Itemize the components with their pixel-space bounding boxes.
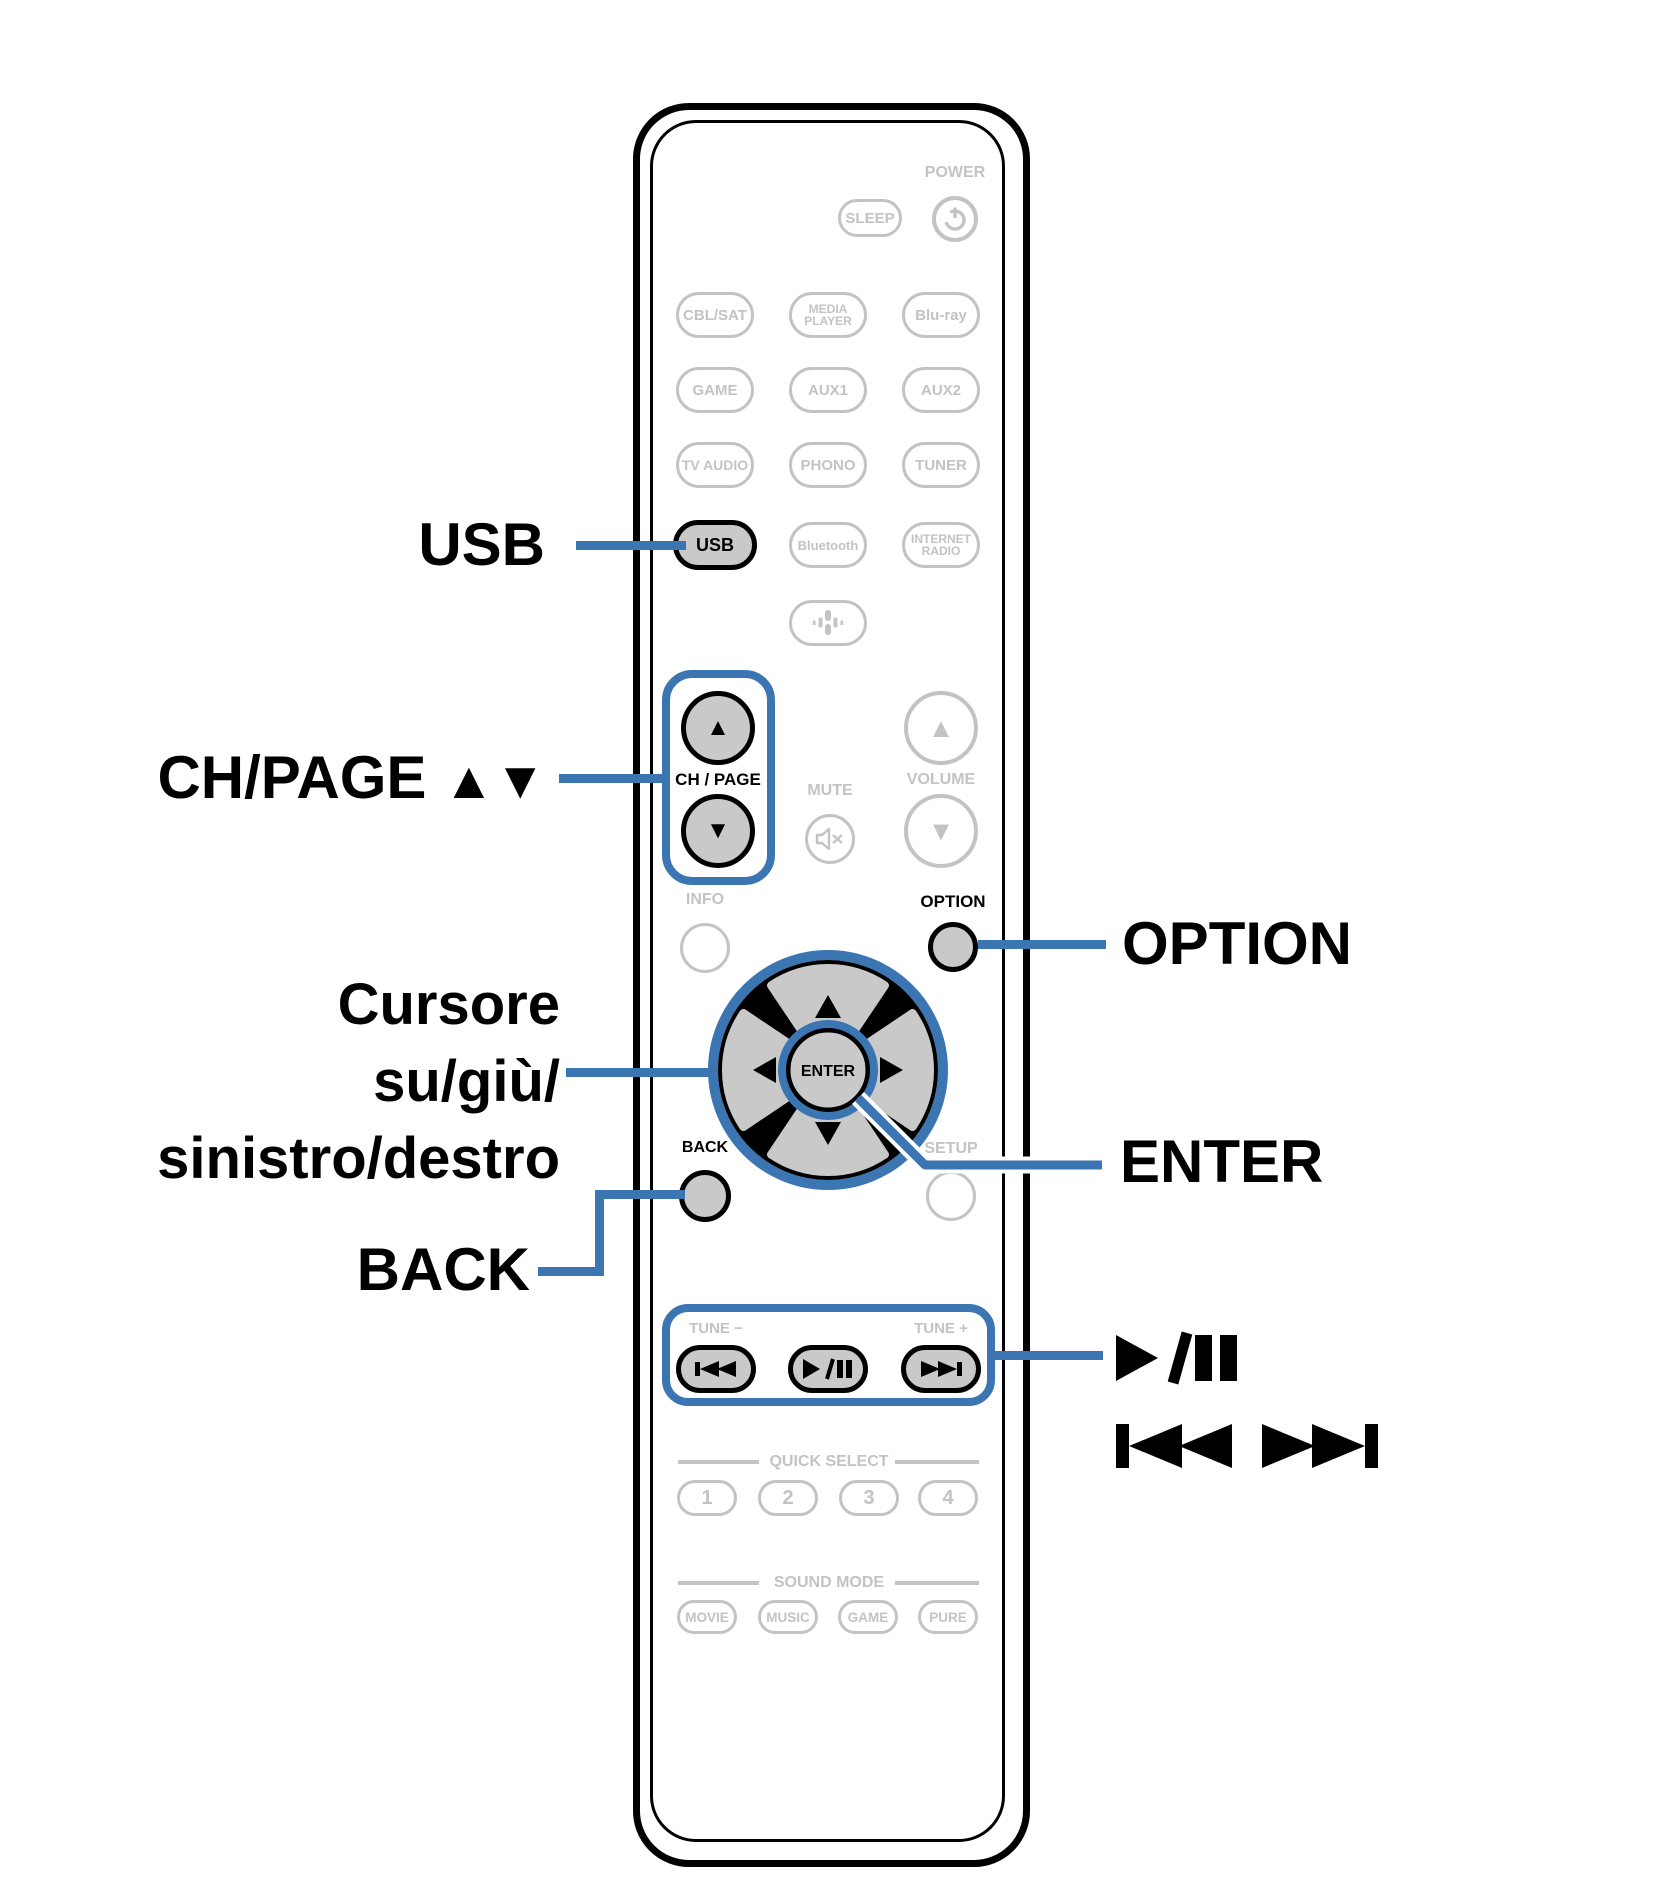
quick-select-2[interactable]: 2 bbox=[758, 1480, 818, 1516]
skip-back-icon bbox=[695, 1361, 736, 1377]
source-aux2[interactable]: AUX2 bbox=[902, 367, 980, 413]
callout-cursor-line bbox=[566, 1068, 714, 1077]
channel-up-button[interactable]: ▲ bbox=[681, 691, 755, 765]
enter-button[interactable] bbox=[787, 1029, 869, 1111]
sound-mode-label: SOUND MODE bbox=[773, 1574, 885, 1591]
ch-page-highlight bbox=[662, 670, 775, 885]
source-cbl-sat[interactable]: CBL/SAT bbox=[676, 292, 754, 338]
remote-body bbox=[633, 103, 1030, 1867]
callout-ch-page-text: CH/PAGE bbox=[157, 744, 427, 811]
left-arrow-icon bbox=[753, 1057, 776, 1083]
quick-select-1[interactable]: 1 bbox=[677, 1480, 737, 1516]
up-down-arrows-icon: ▲▼ bbox=[443, 752, 546, 810]
callout-back-label: BACK bbox=[356, 1236, 530, 1303]
mute-label: MUTE bbox=[807, 782, 853, 799]
callout-option-line bbox=[978, 940, 1106, 949]
callout-back-line-c bbox=[595, 1190, 685, 1199]
source-phono[interactable]: PHONO bbox=[789, 442, 867, 488]
option-button-label: OPTION bbox=[920, 892, 986, 911]
callout-enter-label: ENTER bbox=[1120, 1128, 1324, 1195]
source-usb-button[interactable]: USB bbox=[673, 520, 757, 570]
volume-down-button[interactable]: ▼ bbox=[904, 794, 978, 868]
tune-minus-label: TUNE − bbox=[689, 1320, 743, 1337]
sound-mode-pure[interactable]: PURE bbox=[918, 1600, 978, 1634]
source-blu-ray[interactable]: Blu-ray bbox=[902, 292, 980, 338]
callout-usb-label: USB bbox=[418, 511, 545, 578]
up-arrow-icon: ▲ bbox=[927, 712, 955, 743]
down-arrow-icon bbox=[815, 1122, 841, 1145]
play-pause-callout-icon bbox=[1116, 1331, 1237, 1385]
divider bbox=[895, 1460, 979, 1464]
source-aux1[interactable]: AUX1 bbox=[789, 367, 867, 413]
skip-back-button[interactable] bbox=[676, 1345, 756, 1393]
down-arrow-icon: ▼ bbox=[927, 815, 955, 846]
power-icon bbox=[944, 207, 966, 231]
callout-cursor-label: Cursore su/giù/ sinistro/destro bbox=[157, 966, 560, 1197]
power-label: POWER bbox=[924, 164, 986, 181]
right-arrow-icon bbox=[880, 1057, 903, 1083]
sound-wave-icon bbox=[813, 610, 843, 635]
quick-select-4[interactable]: 4 bbox=[918, 1480, 978, 1516]
play-pause-icon bbox=[803, 1358, 852, 1380]
sound-mode-movie[interactable]: MOVIE bbox=[677, 1600, 737, 1634]
skip-back-forward-callout-icon bbox=[1116, 1424, 1378, 1468]
option-button[interactable] bbox=[928, 922, 978, 972]
back-button[interactable] bbox=[679, 1170, 731, 1222]
info-label: INFO bbox=[685, 891, 725, 908]
callout-playback-line bbox=[993, 1351, 1103, 1360]
callout-cursor-line1: Cursore bbox=[337, 972, 560, 1037]
callout-back-line-a bbox=[538, 1267, 600, 1276]
quick-select-label: QUICK SELECT bbox=[769, 1453, 889, 1470]
skip-forward-icon bbox=[921, 1361, 962, 1377]
source-tuner[interactable]: TUNER bbox=[902, 442, 980, 488]
channel-down-button[interactable]: ▼ bbox=[681, 794, 755, 868]
source-game[interactable]: GAME bbox=[676, 367, 754, 413]
source-bluetooth[interactable]: Bluetooth bbox=[789, 522, 867, 568]
divider bbox=[895, 1581, 979, 1585]
volume-label: VOLUME bbox=[906, 771, 976, 788]
source-media-player[interactable]: MEDIA PLAYER bbox=[789, 292, 867, 338]
source-internet-radio[interactable]: INTERNET RADIO bbox=[902, 522, 980, 568]
divider bbox=[678, 1581, 759, 1585]
down-arrow-icon: ▼ bbox=[706, 817, 730, 844]
sound-mode-game[interactable]: GAME bbox=[838, 1600, 898, 1634]
enter-button-label: ENTER bbox=[801, 1063, 856, 1080]
quick-select-3[interactable]: 3 bbox=[839, 1480, 899, 1516]
source-tv-audio[interactable]: TV AUDIO bbox=[676, 442, 754, 488]
skip-forward-button[interactable] bbox=[901, 1345, 981, 1393]
enter-highlight-ring bbox=[778, 1020, 878, 1120]
setup-button[interactable] bbox=[926, 1171, 976, 1221]
play-pause-button[interactable] bbox=[788, 1345, 868, 1393]
divider bbox=[678, 1460, 759, 1464]
volume-up-button[interactable]: ▲ bbox=[904, 691, 978, 765]
power-button[interactable] bbox=[932, 196, 978, 242]
up-arrow-icon: ▲ bbox=[706, 714, 730, 741]
callout-option-label: OPTION bbox=[1122, 910, 1353, 977]
ch-page-button-label: CH / PAGE bbox=[675, 770, 761, 789]
mute-icon bbox=[815, 827, 843, 851]
sound-wave-button[interactable] bbox=[789, 600, 867, 646]
sleep-button[interactable]: SLEEP bbox=[838, 199, 902, 237]
back-button-label: BACK bbox=[681, 1139, 729, 1156]
callout-ch-page-label: CH/PAGE ▲▼ bbox=[157, 748, 546, 808]
callout-cursor-line3: sinistro/destro bbox=[157, 1126, 560, 1191]
sound-mode-music[interactable]: MUSIC bbox=[758, 1600, 818, 1634]
callout-cursor-line2: su/giù/ bbox=[373, 1049, 560, 1114]
callout-back-line-b bbox=[595, 1190, 604, 1276]
remote-body-inner-outline bbox=[650, 120, 1005, 1842]
playback-highlight bbox=[662, 1304, 995, 1406]
callout-enter-line bbox=[851, 1091, 1102, 1174]
up-arrow-icon bbox=[815, 995, 841, 1018]
cursor-pad[interactable]: ENTER bbox=[703, 945, 953, 1195]
tune-plus-label: TUNE + bbox=[914, 1320, 968, 1337]
info-button[interactable] bbox=[680, 923, 730, 973]
setup-label: SETUP bbox=[924, 1140, 978, 1157]
callout-ch-page-line bbox=[559, 774, 665, 783]
callout-usb-line bbox=[576, 541, 686, 550]
mute-button[interactable] bbox=[805, 814, 855, 864]
